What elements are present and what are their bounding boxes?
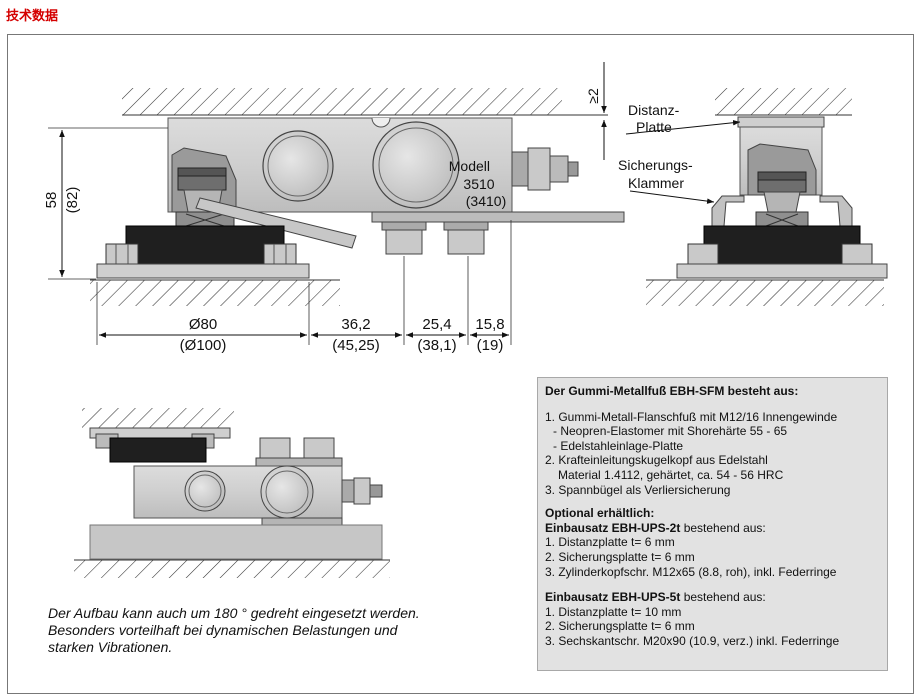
dim-diameter: Ø80	[189, 316, 217, 333]
assembly-view	[74, 408, 390, 578]
dim-25-4-alt: (38,1)	[417, 337, 456, 354]
iso-ceiling-hatch	[82, 408, 234, 428]
base-plate	[96, 263, 310, 279]
info-line: 3. Spannbügel als Verliersicherung	[545, 482, 731, 497]
info-line: - Neopren-Elastomer mit Shorehärte 55 - …	[553, 424, 788, 439]
info-title: Der Gummi-Metallfuß EBH-SFM besteht aus:	[545, 384, 799, 398]
info-line: 1. Gummi-Metall-Flanschfuß mit M12/16 In…	[545, 409, 838, 424]
note-line: Der Aufbau kann auch um 180 ° gedreht ei…	[48, 605, 420, 621]
note-line: Besonders vorteilhaft bei dynamischen Be…	[48, 622, 398, 638]
model-number: 3510	[463, 176, 494, 192]
iso-base-plate	[89, 524, 383, 560]
kit1-name: Einbausatz EBH-UPS-2t	[545, 520, 681, 535]
label-platte: Platte	[636, 119, 672, 135]
dim-diameter-alt: (Ø100)	[180, 337, 227, 354]
component-info-box: Der Gummi-Metallfuß EBH-SFM besteht aus:…	[537, 377, 888, 671]
info-line: 3. Sechskantschr. M20x90 (10.9, verz.) i…	[545, 633, 840, 648]
dim-36-2: 36,2	[341, 316, 370, 333]
info-line: 3. Zylinderkopfschr. M12x65 (8.8, roh), …	[545, 564, 837, 579]
label-distanz: Distanz-	[628, 102, 680, 118]
distance-plate	[737, 116, 825, 128]
front-ceiling-hatch	[715, 88, 852, 115]
mounting-note: Der Aufbau kann auch um 180 ° gedreht ei…	[48, 605, 488, 656]
model-number-alt: (3410)	[466, 193, 506, 209]
floor-hatch	[90, 280, 340, 306]
info-line: 2. Sicherungsplatte t= 6 mm	[545, 619, 695, 634]
info-line: 2. Krafteinleitungskugelkopf aus Edelsta…	[545, 453, 768, 468]
content-frame	[7, 34, 914, 694]
info-line: 1. Distanzplatte t= 10 mm	[545, 604, 682, 619]
section-title: 技术数据	[6, 8, 59, 23]
dim-36-2-alt: (45,25)	[332, 337, 380, 354]
info-line: - Edelstahleinlage-Platte	[553, 438, 684, 453]
strain-bore-large	[372, 121, 460, 209]
front-rubber-foot	[703, 225, 861, 265]
model-label: Modell	[449, 158, 490, 174]
front-floor-hatch	[646, 280, 884, 306]
kit2-suffix: bestehend aus:	[680, 590, 766, 605]
height-dimension-alt: (82)	[64, 187, 81, 214]
label-sicherungs: Sicherungs-	[618, 157, 693, 173]
mounting-plate	[371, 211, 625, 223]
info-line: Material 1.4112, gehärtet, ca. 54 - 56 H…	[558, 467, 784, 482]
safety-clamp	[711, 195, 745, 227]
ceiling-hatch	[122, 88, 562, 115]
note-line: starken Vibrationen.	[48, 639, 173, 655]
kit1-suffix: bestehend aus:	[680, 520, 766, 535]
front-view: Distanz- Platte Sicherungs- Klammer	[618, 88, 888, 306]
height-dimension: 58	[43, 192, 60, 209]
label-klammer: Klammer	[628, 175, 684, 191]
iso-floor-hatch	[74, 560, 390, 578]
clamp-lever	[195, 197, 357, 249]
iso-rubber-foot	[109, 437, 207, 463]
dim-15-8: 15,8	[475, 316, 504, 333]
optional-title: Optional erhältlich:	[545, 506, 655, 521]
info-line: 2. Sicherungsplatte t= 6 mm	[545, 549, 695, 564]
cable-gland	[527, 147, 551, 191]
dim-25-4: 25,4	[422, 316, 451, 333]
gap-label: ≥2	[585, 88, 601, 104]
strain-bore-small	[262, 130, 334, 202]
kit2-name: Einbausatz EBH-UPS-5t	[545, 590, 681, 605]
rubber-foot	[125, 225, 285, 265]
front-base-plate	[676, 263, 888, 279]
dim-15-8-alt: (19)	[477, 337, 504, 354]
info-line: 1. Distanzplatte t= 6 mm	[545, 535, 675, 550]
main-side-view: Modell 3510 (3410) 58 (82) ≥2 Ø80 (Ø100)…	[43, 62, 625, 354]
